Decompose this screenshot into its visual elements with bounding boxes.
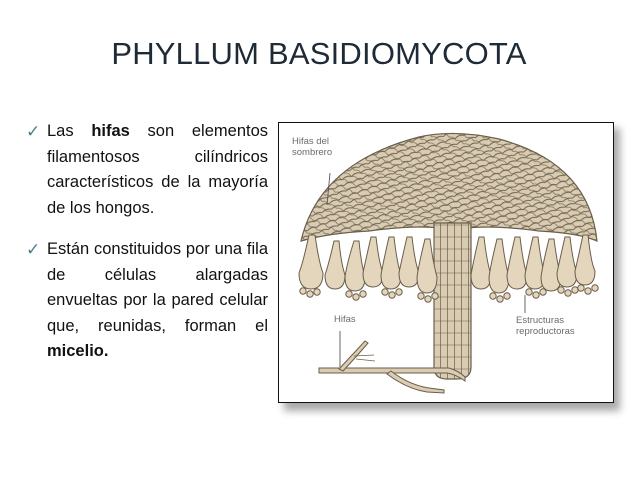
label-line: reproductoras [516, 326, 575, 337]
spore-clusters [299, 284, 599, 303]
label-hyphae: Hifas [334, 314, 356, 325]
basal-hyphae [318, 340, 466, 394]
text-run: Las [47, 122, 92, 140]
mushroom-illustration [298, 132, 599, 394]
label-reproductive-structures: Estructuras reproductoras [516, 315, 575, 337]
cap-hyphae [300, 132, 598, 242]
figure-frame: Hifas del sombrero Hifas Estructuras rep… [278, 122, 614, 403]
leader-lines [326, 172, 526, 367]
bullet-hifas: ✓ Las hifas son elementos filamentosos c… [0, 119, 268, 221]
reproductive-structures [298, 234, 599, 303]
bullet-micelio: ✓ Están constituidos por una fila de cél… [0, 237, 268, 365]
term-hifas: hifas [91, 122, 130, 140]
text-run: Están constituidos por una fila de célul… [47, 240, 268, 335]
bullet-text: Están constituidos por una fila de célul… [47, 240, 268, 360]
label-line: Estructuras [516, 315, 565, 326]
bullet-list: ✓ Las hifas son elementos filamentosos c… [0, 119, 268, 365]
label-line: Hifas del [292, 136, 329, 147]
mushroom-figure: Hifas del sombrero Hifas Estructuras rep… [278, 122, 620, 411]
text-run: son elementos filamentosos cilíndricos c… [47, 122, 269, 217]
stem [433, 222, 472, 380]
label-cap-hyphae: Hifas del sombrero [292, 136, 332, 158]
label-line: sombrero [292, 147, 333, 158]
checkmark-icon: ✓ [26, 240, 41, 259]
term-micelio: micelio. [47, 342, 109, 360]
bullet-text: Las hifas son elementos filamentosos cil… [47, 122, 268, 217]
slide-title: PHYLLUM BASIDIOMYCOTA [111, 36, 527, 71]
checkmark-icon: ✓ [26, 122, 41, 141]
